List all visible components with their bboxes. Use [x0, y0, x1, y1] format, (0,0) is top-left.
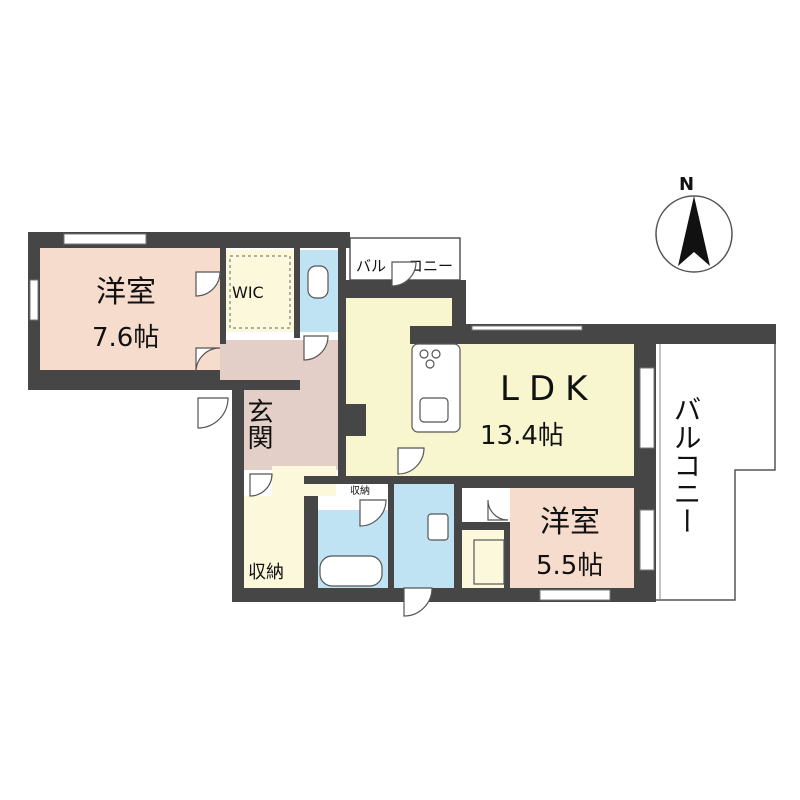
wic-outline: [229, 255, 291, 329]
western-room-2-size: 5.5帖: [536, 551, 603, 581]
balcony-top-label-left: バル: [356, 257, 386, 275]
corridor-floor: [220, 340, 338, 480]
entrance-floor: [244, 388, 296, 470]
doors: [195, 261, 509, 617]
storage-main-floor: [244, 496, 304, 588]
fixtures: [307, 265, 505, 587]
washbasin: [427, 513, 449, 541]
western-room-1-name: 洋室: [96, 275, 156, 310]
storage-main-label: 収納: [248, 562, 284, 583]
storage-small-label: 収納: [350, 484, 370, 497]
ldk-size: 13.4帖: [480, 421, 564, 451]
western-room-1-size: 7.6帖: [92, 323, 159, 353]
toilet: [307, 265, 329, 299]
wic-label: WIC: [232, 283, 264, 302]
western-room-2-name: 洋室: [540, 505, 600, 540]
bathtub: [319, 555, 383, 587]
balcony-right-label: バルコニー: [670, 395, 703, 535]
north-arrow-icon: [678, 196, 710, 266]
compass-label: N: [679, 174, 694, 195]
western-room-2-floor: [510, 488, 634, 588]
windows: [29, 233, 655, 601]
kitchen-sink: [419, 397, 449, 423]
balcony-top-label-right: コニー: [408, 257, 453, 275]
balcony-right: バルコニー: [655, 329, 776, 601]
ldk-name: LDK: [500, 369, 597, 409]
entrance-label: 玄関: [243, 398, 273, 450]
stairs-box: [473, 539, 505, 585]
western-room-1-floor: [40, 248, 220, 370]
north-compass: N: [655, 174, 733, 273]
wic-floor: [226, 250, 294, 332]
